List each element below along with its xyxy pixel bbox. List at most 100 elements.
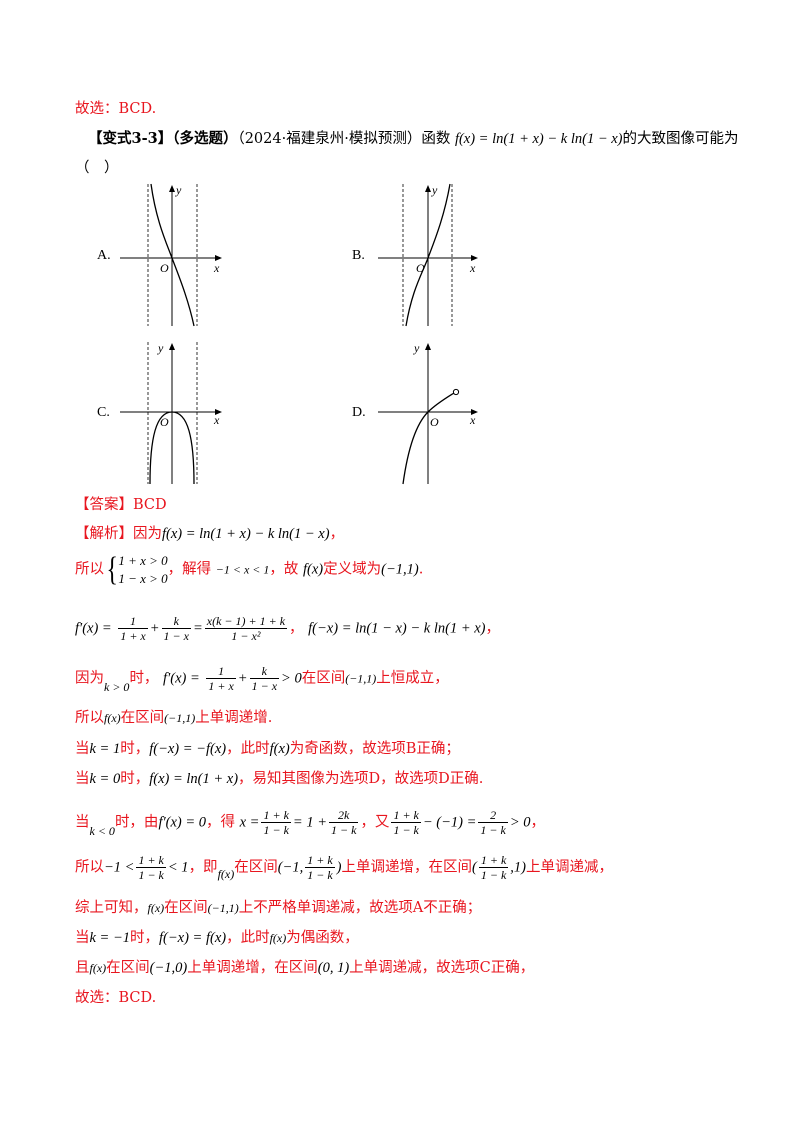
formula: k = 0 bbox=[89, 771, 121, 787]
frac-num: 1 bbox=[118, 614, 148, 629]
formula: f(x) bbox=[269, 931, 287, 945]
formula: f(x) = ln(1 + x) bbox=[149, 771, 239, 787]
text: 上单调递减，故选项C正确， bbox=[349, 960, 535, 976]
frac-num: 1 + k bbox=[391, 808, 421, 823]
formula: = bbox=[192, 620, 203, 637]
axis-x-label: x bbox=[469, 413, 476, 427]
frac-num: k bbox=[161, 614, 191, 629]
graph-option-b: y x O bbox=[378, 183, 478, 327]
text: 综上可知， bbox=[75, 900, 148, 916]
text: ， bbox=[289, 620, 304, 637]
option-c-label: C. bbox=[97, 405, 110, 420]
formula: k > 0 bbox=[104, 679, 130, 694]
formula: x = bbox=[239, 814, 260, 831]
formula: f(x) bbox=[104, 711, 121, 725]
problem-statement: 【变式3-3】（多选题）（2024·福建泉州·模拟预测）函数 f(x) = ln… bbox=[88, 127, 739, 148]
text: 上单调递增. bbox=[195, 710, 273, 726]
formula: −1 < bbox=[104, 859, 135, 876]
frac-num: x(k − 1) + 1 + k bbox=[204, 614, 288, 629]
formula: f(−x) = f(x) bbox=[159, 930, 227, 946]
text: 时， bbox=[120, 771, 150, 787]
text: 在区间 bbox=[120, 710, 165, 726]
analysis-line-7: 当k = 0时，f(x) = ln(1 + x)，易知其图像为选项D，故选项D正… bbox=[75, 767, 483, 788]
formula: f′(x) = bbox=[75, 620, 112, 637]
text: 在区间 bbox=[164, 900, 208, 916]
formula: f(x) = ln(1 + x) − k ln(1 − x) bbox=[162, 526, 330, 542]
formula: < 1 bbox=[167, 859, 189, 876]
formula: > 0 bbox=[281, 670, 302, 687]
formula: (−1, bbox=[277, 859, 304, 876]
text: ，故 bbox=[269, 561, 299, 578]
formula: = 1 + bbox=[292, 814, 327, 831]
frac-den: 1 − k bbox=[263, 823, 289, 837]
frac-den: 1 − k bbox=[331, 823, 357, 837]
text: 定义域为 bbox=[323, 561, 382, 578]
formula: (0, 1) bbox=[317, 960, 350, 976]
problem-type: （多选题） bbox=[172, 130, 238, 147]
text: 所以 bbox=[75, 710, 104, 726]
axis-x-label: x bbox=[213, 413, 220, 427]
text: 为偶函数， bbox=[286, 930, 359, 946]
text: 时， bbox=[129, 670, 159, 687]
formula: k = −1 bbox=[89, 930, 131, 946]
frac-den: 1 + x bbox=[120, 629, 146, 643]
text: 且 bbox=[75, 960, 90, 976]
origin-label: O bbox=[160, 261, 169, 275]
formula: (−1,0) bbox=[149, 960, 188, 976]
frac-num: 1 bbox=[206, 664, 236, 679]
text: 在区间 bbox=[106, 960, 150, 976]
formula: > 0 bbox=[509, 814, 531, 831]
option-a-label: A. bbox=[97, 248, 111, 263]
frac-den: 1 + x bbox=[208, 679, 234, 693]
text: 当 bbox=[75, 741, 90, 757]
text: 在区间 bbox=[234, 859, 278, 876]
option-b-label: B. bbox=[352, 248, 365, 263]
text: 上单调递减， bbox=[526, 859, 613, 876]
problem-function: f(x) = ln(1 + x) − k ln(1 − x) bbox=[454, 131, 623, 147]
text: ， bbox=[485, 620, 501, 637]
axis-y-label: y bbox=[431, 183, 438, 197]
text: 时， bbox=[130, 930, 160, 946]
analysis-line-10: 综上可知，f(x)在区间(−1,1)上不严格单调递减，故选项A不正确； bbox=[75, 896, 481, 917]
frac-num: 2k bbox=[329, 808, 359, 823]
text: 为奇函数，故选项B正确； bbox=[289, 741, 460, 757]
frac-den: 1 − x bbox=[251, 679, 278, 693]
frac-den: 1 − k bbox=[480, 823, 506, 837]
system-eq-2: 1 − x > 0 bbox=[118, 571, 168, 586]
formula: f′(x) = 0 bbox=[158, 814, 207, 831]
formula: f(−x) = ln(1 − x) − k ln(1 + x) bbox=[308, 620, 486, 637]
text: 上单调递增，在区间 bbox=[187, 960, 318, 976]
analysis-tag: 【解析】 bbox=[75, 526, 133, 542]
formula: f(x) bbox=[303, 561, 324, 578]
formula: − (−1) = bbox=[422, 814, 477, 831]
formula: ( bbox=[472, 859, 477, 876]
formula: (−1,1) bbox=[345, 671, 377, 686]
axis-y-label: y bbox=[175, 183, 182, 197]
option-d-label: D. bbox=[352, 405, 366, 420]
formula: ,1) bbox=[510, 859, 526, 876]
frac-num: 1 + k bbox=[305, 853, 335, 868]
text: 因为 bbox=[133, 526, 162, 542]
analysis-line-11: 当k = −1时，f(−x) = f(x)，此时f(x)为偶函数， bbox=[75, 926, 359, 947]
text: 上不严格单调递减，故选项A不正确； bbox=[238, 900, 482, 916]
frac-num: 1 + k bbox=[136, 853, 166, 868]
text: 时，由 bbox=[114, 814, 159, 831]
frac-den: 1 − x² bbox=[231, 629, 261, 643]
answer-value: BCD bbox=[133, 497, 167, 513]
formula: + bbox=[237, 670, 248, 687]
formula: ) bbox=[336, 859, 342, 876]
text: ，得 bbox=[206, 814, 236, 831]
analysis-line-5: 所以f(x)在区间(−1,1)上单调递增. bbox=[75, 706, 272, 727]
formula: + bbox=[149, 620, 160, 637]
analysis-line-6: 当k = 1时，f(−x) = −f(x)，此时f(x)为奇函数，故选项B正确； bbox=[75, 737, 460, 758]
formula: f′(x) = bbox=[163, 670, 200, 687]
text: ，即 bbox=[188, 859, 218, 876]
top-conclusion: 故选：BCD. bbox=[75, 101, 157, 117]
frac-den: 1 − k bbox=[307, 868, 333, 882]
problem-tag: 【变式3-3】 bbox=[88, 130, 173, 147]
text: 时， bbox=[120, 741, 150, 757]
formula: f(x) bbox=[147, 901, 165, 915]
origin-label: O bbox=[416, 261, 425, 275]
